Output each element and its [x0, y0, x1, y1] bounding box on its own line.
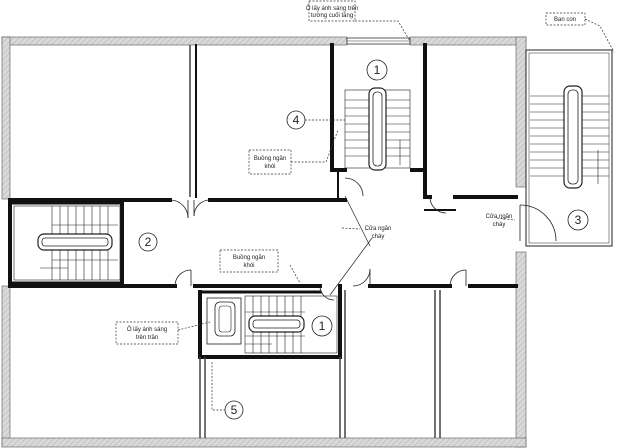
callout-smoke-shaft-lower: Buồng ngăn khói: [219, 249, 279, 273]
callout-balcony-line1: Ban con: [554, 17, 576, 23]
number-stair-right: 3: [575, 213, 582, 227]
callout-smoke-shaft-upper-line1: Buồng ngăn: [254, 156, 286, 162]
callout-balcony: Ban con: [545, 12, 586, 26]
corridor-fire-door: [329, 195, 373, 296]
callout-top-window-line2: tường cuối tầng: [311, 13, 353, 19]
callout-fire-door-right: Cửa ngăn cháy: [486, 213, 513, 228]
callout-leaders: [177, 18, 615, 411]
callout-smoke-shaft-upper-line2: khói: [264, 164, 275, 170]
top-window: [346, 37, 411, 45]
stair-right: [525, 49, 613, 247]
stair-top: [344, 87, 411, 171]
number-marker-stair-bottom: 1: [311, 315, 333, 337]
number-marker-stair-top: 1: [366, 59, 388, 81]
number-stair-bottom: 1: [319, 319, 326, 333]
callout-smoke-shaft-lower-line2: khói: [243, 263, 254, 269]
interior-walls: [8, 43, 518, 359]
number-smoke-shaft: 4: [293, 113, 300, 127]
number-stair-left: 2: [145, 235, 152, 249]
number-stair-top: 1: [374, 63, 381, 77]
stair-bottom: [206, 295, 338, 354]
outer-walls: [1, 36, 527, 448]
number-marker-smoke-shaft: 4: [286, 110, 306, 130]
number-marker-light-well: 5: [224, 400, 244, 420]
stair-left: [13, 205, 121, 281]
number-marker-stair-right: 3: [567, 209, 589, 231]
callout-smoke-shaft-upper: Buồng ngăn khói: [248, 149, 292, 175]
callout-fire-door-corridor-line2: cháy: [372, 234, 385, 240]
callout-smoke-shaft-lower-line1: Buồng ngăn: [233, 255, 265, 261]
callout-fire-door-right-line2: cháy: [493, 222, 506, 228]
number-light-well: 5: [231, 403, 238, 417]
number-marker-stair-left: 2: [138, 232, 158, 252]
callout-light-well-lower: Ô lấy ánh sáng trên trần: [115, 321, 179, 345]
callout-light-well-lower-line1: Ô lấy ánh sáng: [127, 326, 167, 333]
callout-fire-door-corridor: Cửa ngăn cháy: [365, 225, 392, 240]
callout-fire-door-corridor-line1: Cửa ngăn: [365, 225, 392, 232]
callout-top-window-line1: Ô lấy ánh sáng trên: [306, 5, 358, 12]
callout-top-window: Ô lấy ánh sáng trên tường cuối tầng: [306, 0, 358, 22]
room-partitions: [189, 45, 441, 438]
callout-fire-door-right-line1: Cửa ngăn: [486, 213, 513, 220]
callout-light-well-lower-line2: trên trần: [136, 335, 158, 341]
